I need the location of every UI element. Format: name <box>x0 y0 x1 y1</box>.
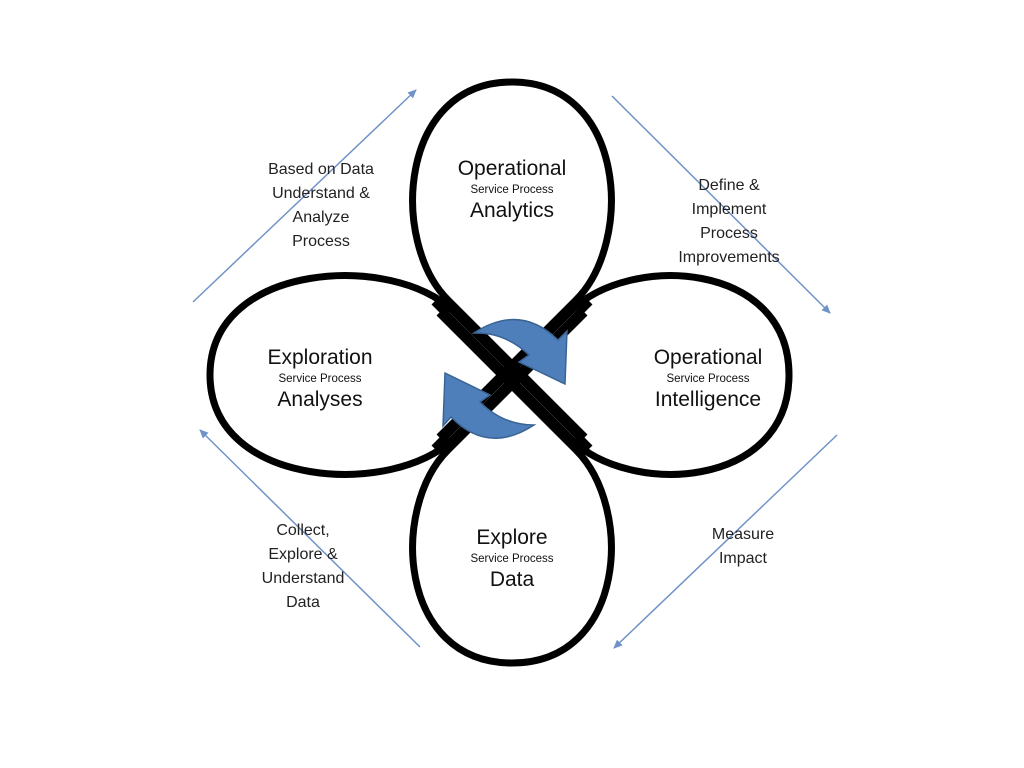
petal-loop-top <box>409 78 615 440</box>
petal-top-label: Operational Service Process Analytics <box>402 157 622 223</box>
transition-bottom-left-line: Data <box>286 594 320 611</box>
petal-bottom-label: Explore Service Process Data <box>402 526 622 592</box>
arrow-top-left <box>192 89 417 303</box>
transition-top-left-line: Based on Data <box>268 161 374 178</box>
transition-top-right-line: Improvements <box>678 249 780 266</box>
transition-top-left-line: Analyze <box>292 209 350 226</box>
petal-loop-bottom <box>409 310 615 667</box>
petal-top-title: Operational <box>457 157 567 180</box>
petal-bottom-name: Data <box>489 568 535 591</box>
petal-right-title: Operational <box>653 346 763 369</box>
petal-loop-left <box>206 272 593 478</box>
transition-bottom-right-line: Impact <box>718 550 767 567</box>
transition-bottom-right-label: Measure Impact <box>658 523 828 571</box>
transition-top-left-line: Understand & <box>272 185 370 202</box>
petal-top-name: Analytics <box>469 199 555 222</box>
petal-left-name: Analyses <box>277 388 363 411</box>
petal-top-subtitle: Service Process <box>470 184 554 196</box>
arrow-top-right <box>611 95 831 314</box>
petal-right-subtitle: Service Process <box>666 373 750 385</box>
transition-top-left-label: Based on Data Understand & Analyze Proce… <box>236 158 406 254</box>
transition-bottom-left-label: Collect, Explore & Understand Data <box>218 519 388 615</box>
cycle-arrows-icon <box>442 318 568 439</box>
transition-top-right-line: Implement <box>691 201 767 218</box>
petal-bottom-subtitle: Service Process <box>470 553 554 565</box>
petal-left-label: Exploration Service Process Analyses <box>210 346 430 412</box>
petal-right-name: Intelligence <box>654 388 762 411</box>
transition-bottom-right-line: Measure <box>711 526 775 543</box>
arrow-bottom-right <box>613 434 838 649</box>
transition-top-right-line: Process <box>700 225 758 242</box>
petal-left-title: Exploration <box>267 346 373 369</box>
transition-bottom-left-line: Understand <box>261 570 345 587</box>
transition-top-right-label: Define & Implement Process Improvements <box>644 174 814 270</box>
petal-loop-right <box>431 272 793 478</box>
petal-bottom-title: Explore <box>476 526 548 549</box>
transition-top-left-line: Process <box>292 233 350 250</box>
petal-left-subtitle: Service Process <box>278 373 362 385</box>
arrow-bottom-left <box>199 429 421 648</box>
petal-right-label: Operational Service Process Intelligence <box>598 346 818 412</box>
transition-top-right-line: Define & <box>698 177 760 194</box>
transition-bottom-left-line: Collect, <box>276 522 330 539</box>
transition-bottom-left-line: Explore & <box>268 546 338 563</box>
